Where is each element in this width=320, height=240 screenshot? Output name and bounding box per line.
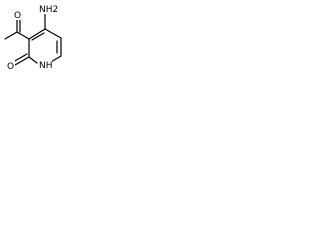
amine-label: NH2 xyxy=(39,5,58,15)
atom-labels: NH2 NH O O xyxy=(7,4,58,72)
acetyl-oxygen-label: O xyxy=(14,11,21,21)
bond-n1-c2 xyxy=(28,56,38,64)
double-bond-c2-oxygen xyxy=(12,53,28,63)
bond-acetyl-methyl xyxy=(4,31,18,40)
bond-c4-c5 xyxy=(44,28,62,39)
bond-c3-acetyl-carbon xyxy=(16,31,30,40)
bond-c2-oxygen xyxy=(14,56,30,66)
bond-c3-c4 xyxy=(28,28,46,40)
substituent-bonds xyxy=(4,13,46,66)
ring-carbonyl-oxygen-label: O xyxy=(7,62,14,72)
chemical-structure: NH2 NH O O xyxy=(4,4,62,72)
ring-nh-label: NH xyxy=(39,61,53,71)
double-bond-c4-c3-inner xyxy=(31,32,45,41)
ring-bonds xyxy=(28,28,62,64)
